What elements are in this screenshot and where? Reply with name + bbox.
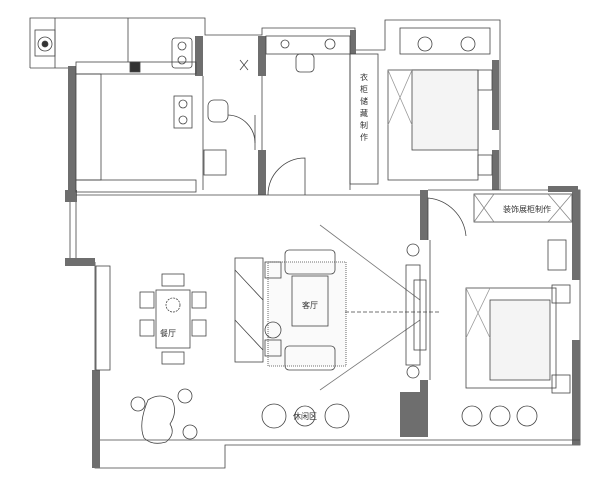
svg-text:藏: 藏 xyxy=(360,108,368,118)
leisure-label: 休闲区 xyxy=(293,411,317,421)
svg-text:储: 储 xyxy=(360,96,368,106)
washing-machine-icon xyxy=(34,29,56,57)
study xyxy=(265,35,351,196)
interior-lines xyxy=(69,54,580,441)
bedroom-1 xyxy=(349,27,493,185)
living-label: 客厅 xyxy=(302,300,318,310)
svg-text:作: 作 xyxy=(360,132,368,142)
svg-text:衣: 衣 xyxy=(360,72,368,82)
living-area: 客厅 xyxy=(234,224,440,391)
bathroom xyxy=(203,59,256,176)
svg-text:柜: 柜 xyxy=(360,84,368,94)
walls xyxy=(65,30,580,468)
bedroom-2: 装饰展柜制作 xyxy=(427,193,573,427)
display-cabinet-label: 装饰展柜制作 xyxy=(503,204,551,214)
wardrobe-label: 衣 柜 储 藏 制 作 xyxy=(360,72,368,142)
kitchen xyxy=(75,18,197,193)
dining-label: 餐厅 xyxy=(160,329,176,338)
dining-area: 餐厅 xyxy=(95,265,207,371)
leisure-area: 休闲区 xyxy=(130,388,350,444)
svg-text:制: 制 xyxy=(360,120,368,130)
